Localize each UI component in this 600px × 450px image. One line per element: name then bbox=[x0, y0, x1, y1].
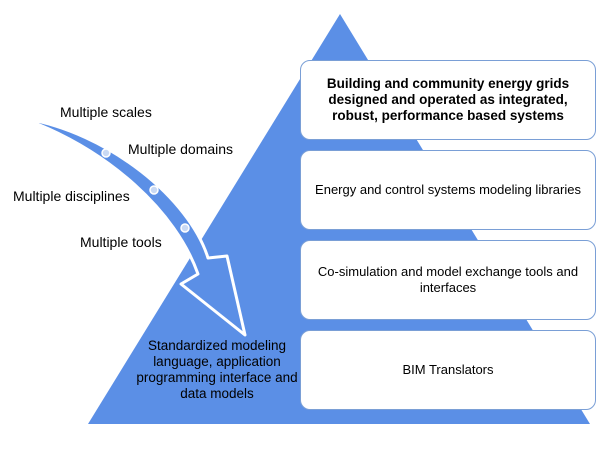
layer-text-3: Co-simulation and model exchange tools a… bbox=[317, 264, 579, 295]
layer-box-3: Co-simulation and model exchange tools a… bbox=[300, 240, 596, 320]
label-multiple-tools: Multiple tools bbox=[80, 234, 162, 250]
layer-text-4: BIM Translators bbox=[402, 362, 494, 377]
layer-box-2: Energy and control systems modeling libr… bbox=[300, 150, 596, 230]
layer-box-4: BIM Translators bbox=[300, 330, 596, 410]
base-label: Standardized modeling language, applicat… bbox=[136, 338, 298, 401]
arrow-dot-3 bbox=[180, 223, 190, 233]
label-multiple-disciplines: Multiple disciplines bbox=[13, 188, 130, 204]
arrow-dot-1 bbox=[101, 148, 111, 158]
layer-box-1: Building and community energy grids desi… bbox=[300, 60, 596, 140]
label-multiple-domains: Multiple domains bbox=[128, 141, 234, 157]
layer-text-1: Building and community energy grids desi… bbox=[326, 76, 570, 123]
layer-text-2: Energy and control systems modeling libr… bbox=[315, 182, 581, 197]
label-multiple-scales: Multiple scales bbox=[60, 104, 152, 120]
curved-arrow bbox=[20, 116, 247, 337]
arrow-dot-2 bbox=[149, 185, 159, 195]
